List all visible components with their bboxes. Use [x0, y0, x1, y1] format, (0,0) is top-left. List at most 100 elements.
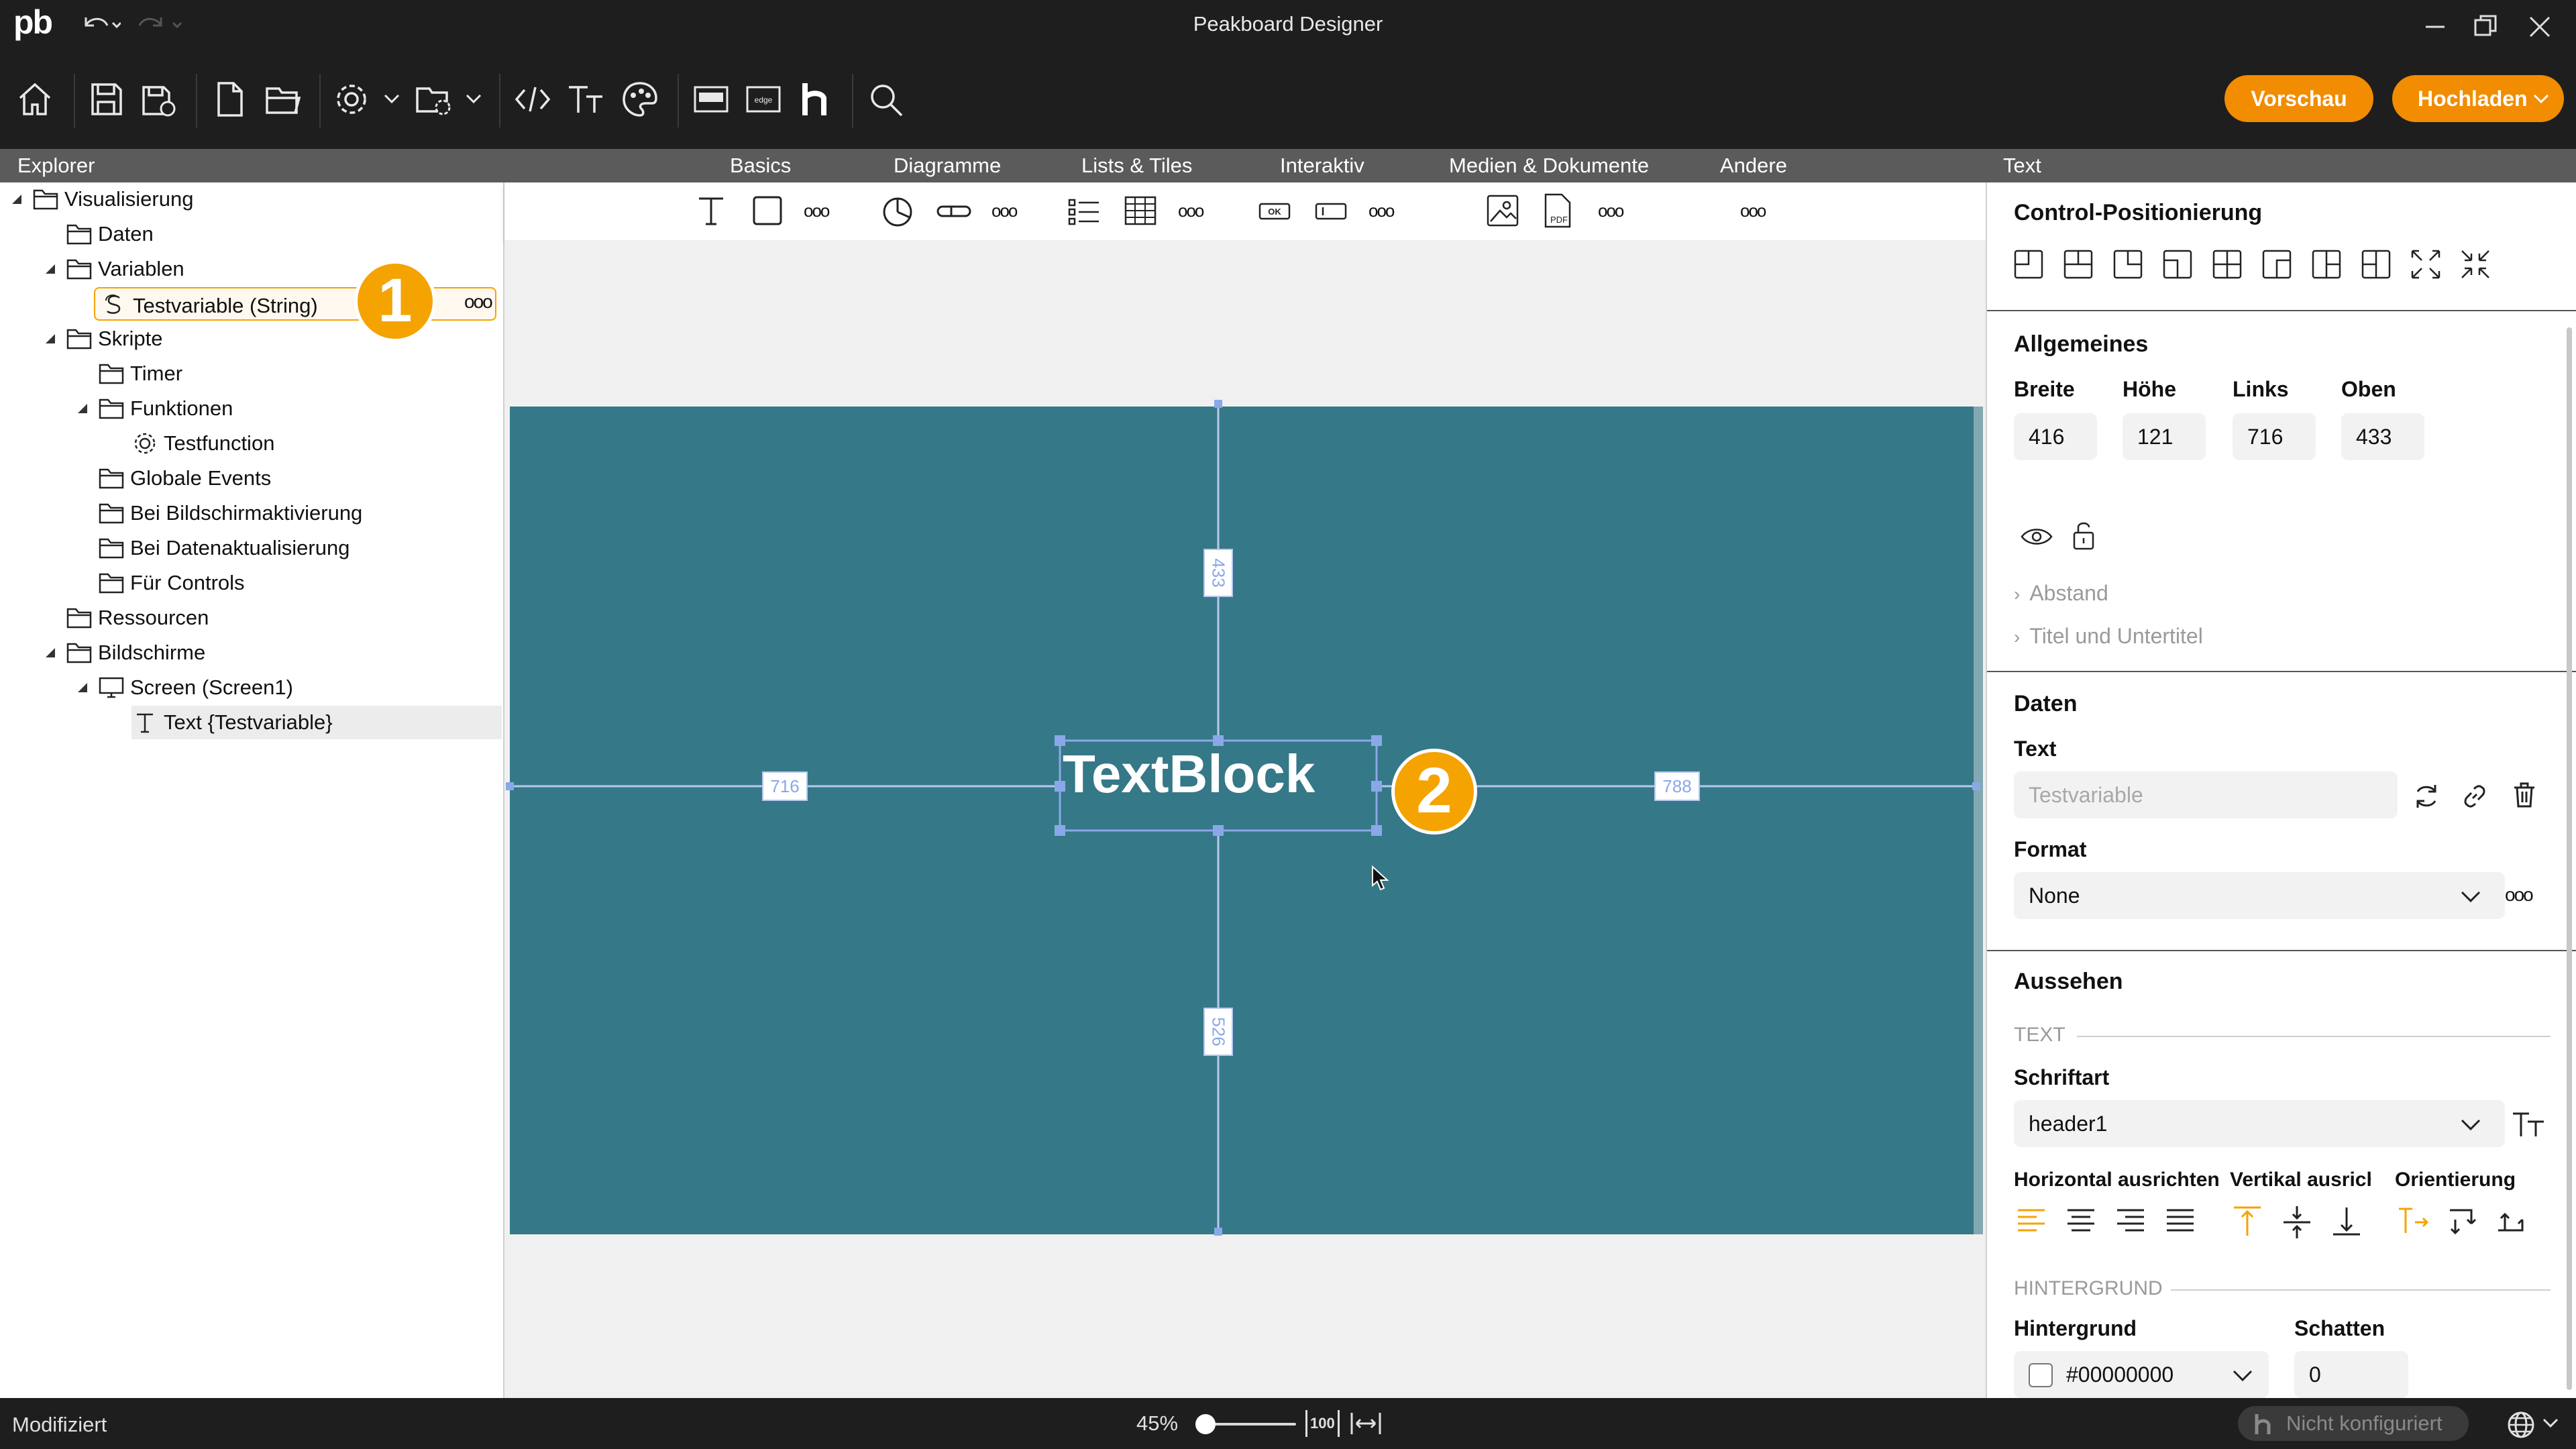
- interactive-more-icon[interactable]: ooo: [1368, 201, 1395, 221]
- expand-triangle-icon[interactable]: [42, 330, 59, 347]
- code-icon[interactable]: [511, 78, 554, 121]
- fit-width-icon[interactable]: [1350, 1410, 1382, 1437]
- tree-item-ressourcen[interactable]: Ressourcen: [66, 601, 209, 635]
- lists-more-icon[interactable]: ooo: [1178, 201, 1204, 221]
- charts-more-icon[interactable]: ooo: [991, 201, 1018, 221]
- screen-canvas[interactable]: [510, 407, 1983, 1234]
- folder-icon: [99, 364, 124, 384]
- font-size-icon[interactable]: [2510, 1108, 2548, 1140]
- settings-icon[interactable]: [331, 78, 374, 121]
- zoom-slider[interactable]: [1195, 1413, 1296, 1436]
- tree-item-bildschirmaktivierung[interactable]: Bei Bildschirmaktivierung: [98, 496, 362, 530]
- eye-icon[interactable]: [2019, 523, 2054, 550]
- tree-item-timer[interactable]: Timer: [98, 357, 182, 390]
- undo-icon[interactable]: [80, 12, 121, 39]
- spacing-expander[interactable]: ›Abstand: [2014, 581, 2108, 606]
- tab-basics[interactable]: Basics: [730, 154, 792, 177]
- background-color-select[interactable]: #00000000: [2014, 1351, 2269, 1398]
- image-tool-icon[interactable]: [1483, 191, 1523, 231]
- tree-item-globale-events[interactable]: Globale Events: [98, 462, 271, 495]
- pie-chart-tool-icon[interactable]: [877, 191, 918, 231]
- tree-item-datenaktualisierung[interactable]: Bei Datenaktualisierung: [98, 531, 350, 565]
- tree-item-testfunction[interactable]: Testfunction: [131, 427, 274, 460]
- restore-icon[interactable]: [2473, 13, 2500, 40]
- left-field[interactable]: 716: [2233, 413, 2316, 460]
- font-select[interactable]: header1: [2014, 1100, 2505, 1147]
- button-tool-icon[interactable]: OK: [1254, 191, 1295, 231]
- tree-item-fuer-controls[interactable]: Für Controls: [98, 566, 245, 600]
- tab-medien-dokumente[interactable]: Medien & Dokumente: [1449, 154, 1650, 177]
- pdf-tool-icon[interactable]: PDF: [1538, 191, 1578, 231]
- expand-triangle-icon[interactable]: [42, 644, 59, 661]
- new-file-icon[interactable]: [208, 78, 251, 121]
- open-folder-icon[interactable]: [262, 78, 305, 121]
- title-subtitle-label: Titel und Untertitel: [2029, 624, 2203, 648]
- tree-item-funktionen[interactable]: Funktionen: [74, 392, 233, 425]
- refresh-icon[interactable]: [2411, 781, 2442, 812]
- save-icon[interactable]: [85, 78, 127, 121]
- title-subtitle-expander[interactable]: ›Titel und Untertitel: [2014, 624, 2203, 649]
- folder-settings-dropdown-icon[interactable]: [466, 93, 482, 106]
- textbox-tool-icon[interactable]: [1311, 191, 1351, 231]
- expand-triangle-icon[interactable]: [74, 400, 91, 417]
- close-icon[interactable]: [2526, 13, 2553, 40]
- tree-item-bildschirme[interactable]: Bildschirme: [42, 636, 205, 669]
- tab-interaktiv[interactable]: Interaktiv: [1280, 154, 1364, 177]
- text-tool-icon[interactable]: [691, 191, 731, 231]
- hub-icon[interactable]: [794, 78, 837, 121]
- minimize-icon[interactable]: [2423, 15, 2447, 39]
- globe-icon[interactable]: [2506, 1410, 2536, 1440]
- format-select[interactable]: None: [2014, 872, 2505, 919]
- expand-triangle-icon[interactable]: [42, 260, 59, 278]
- preview-button[interactable]: Vorschau: [2224, 75, 2373, 122]
- tree-item-skripte[interactable]: Skripte: [42, 322, 162, 356]
- edge-icon[interactable]: edge: [742, 78, 785, 121]
- trash-icon[interactable]: [2509, 780, 2540, 810]
- tree-item-variablen[interactable]: Variablen: [42, 252, 184, 286]
- tree-item-text-control[interactable]: Text {Testvariable}: [131, 706, 333, 739]
- expand-triangle-icon[interactable]: [8, 191, 25, 208]
- text-field[interactable]: Testvariable: [2014, 771, 2398, 818]
- tree-item-screen1[interactable]: Screen (Screen1): [74, 671, 293, 704]
- other-more-icon[interactable]: ooo: [1740, 201, 1766, 221]
- tree-item-visualisierung[interactable]: Visualisierung: [8, 182, 193, 216]
- save-all-icon[interactable]: [138, 78, 181, 121]
- redo-icon[interactable]: [134, 12, 188, 39]
- rectangle-tool-icon[interactable]: [747, 191, 788, 231]
- height-field[interactable]: 121: [2123, 413, 2206, 460]
- upload-button[interactable]: Hochladen: [2392, 75, 2564, 122]
- tab-lists-tiles[interactable]: Lists & Tiles: [1081, 154, 1193, 177]
- link-icon[interactable]: [2459, 781, 2490, 812]
- width-field[interactable]: 416: [2014, 413, 2097, 460]
- bar-gauge-tool-icon[interactable]: [934, 191, 974, 231]
- expand-triangle-icon[interactable]: [74, 679, 91, 696]
- format-more-icon[interactable]: ooo: [2505, 884, 2534, 905]
- zoom-100-button[interactable]: 100: [1305, 1410, 1340, 1437]
- table-tool-icon[interactable]: [1120, 191, 1161, 231]
- zoom-slider-thumb[interactable]: [1195, 1414, 1216, 1434]
- folder-settings-icon[interactable]: [413, 78, 456, 121]
- more-options-icon[interactable]: ooo: [464, 291, 493, 312]
- text-size-icon[interactable]: [565, 78, 608, 121]
- textblock-control[interactable]: TextBlock: [1060, 741, 1377, 830]
- pb-box-icon[interactable]: [690, 78, 733, 121]
- search-icon[interactable]: [864, 78, 907, 121]
- tree-item-daten[interactable]: Daten: [66, 217, 154, 251]
- properties-scrollbar[interactable]: [2567, 327, 2572, 1390]
- tab-diagramme[interactable]: Diagramme: [894, 154, 1002, 177]
- chevron-down-icon[interactable]: [2542, 1418, 2559, 1430]
- top-field[interactable]: 433: [2341, 413, 2424, 460]
- settings-dropdown-icon[interactable]: [384, 93, 400, 106]
- folder-icon: [99, 398, 124, 419]
- tab-andere[interactable]: Andere: [1720, 154, 1787, 177]
- shadow-field[interactable]: 0: [2294, 1351, 2408, 1398]
- hub-status-badge[interactable]: Nicht konfiguriert: [2238, 1406, 2469, 1441]
- basics-more-icon[interactable]: ooo: [804, 201, 830, 221]
- anchor-top-icon: [2063, 250, 2093, 279]
- folder-icon: [99, 468, 124, 489]
- home-icon[interactable]: [13, 78, 56, 121]
- list-tool-icon[interactable]: [1064, 191, 1104, 231]
- palette-icon[interactable]: [619, 78, 661, 121]
- lock-icon[interactable]: [2070, 519, 2097, 551]
- media-more-icon[interactable]: ooo: [1598, 201, 1624, 221]
